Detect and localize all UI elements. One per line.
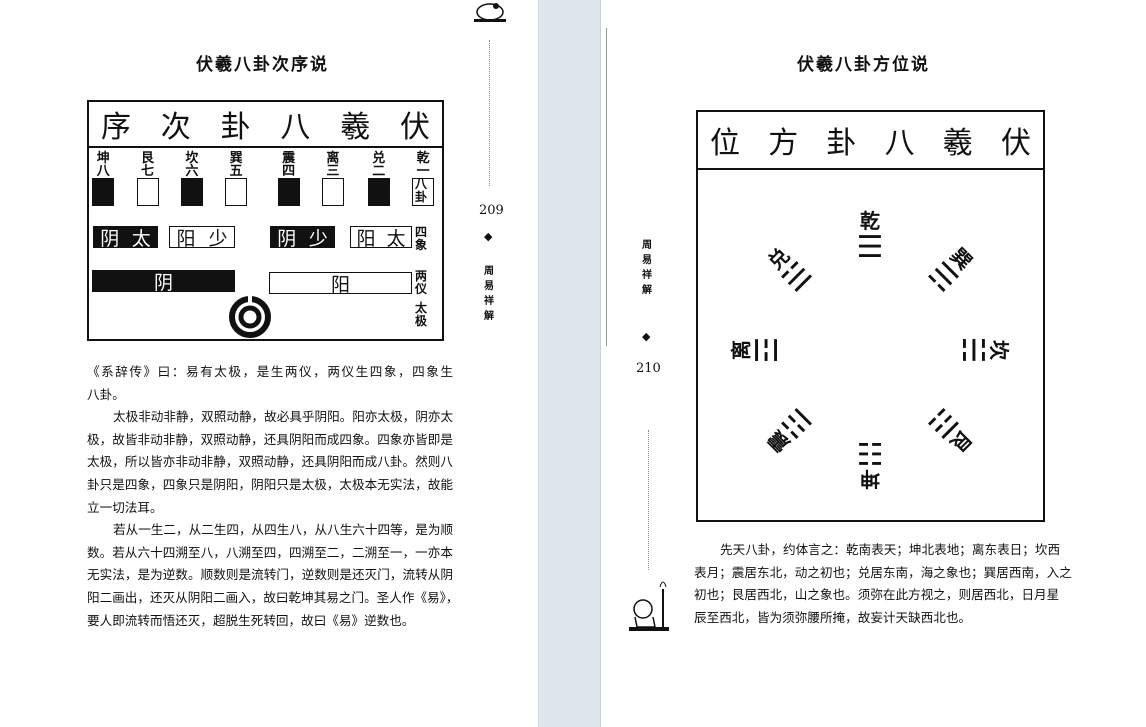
symbol-char: 太 [386,227,406,250]
trigram-label: 坎六 [185,151,199,179]
trigram-label: 乾一 [416,151,430,179]
header-char: 羲 [340,110,371,145]
text-line: 要人即流转而悟还灭，超脱生死转回，故曰《易》逆数也。 [87,612,415,628]
four-symbol-lesser-yin: 阴少 [270,226,335,250]
header-char: 方 [768,126,799,161]
text-line: 《系辞传》曰：易有太极，是生两仪，两仪生四象，四象生 [87,364,453,379]
symbol-char: 阳 [176,227,196,250]
trigram-glyph-icon: ☲ [750,336,785,364]
right-page: 伏羲八卦方位说 位 方 卦 八 羲 伏 乾☰巽☴坎☵艮☶坤☷震☳离☲兑☱ 先天八… [601,0,1146,727]
cartoon-figure-icon [629,581,669,631]
trigram-glyph-icon: ☰ [856,230,884,265]
text-line: 初也；艮居西北，山之象也。须弥在此方视之，则居西北，日月星 [694,587,1060,603]
trigram-label: 艮七 [141,151,155,179]
row-label-eight: 八卦 [415,177,428,204]
trigram-block [180,178,203,206]
running-head: 周易祥解 [484,266,494,322]
trigram-name: 坤 [860,467,880,491]
trigram-label: 兑二 [372,151,386,179]
header-char: 八 [884,126,915,161]
page-number: 209 [479,203,504,218]
trigram-block [225,178,248,206]
text-line: 数。若从六十四溯至八，八溯至四，四溯至二，二溯至一，一亦本 [87,544,453,560]
text-line: 若从一生二，从二生四，从四生八，从八生六十四等，是为顺 [113,522,454,538]
trigram-block [412,178,435,206]
header-char: 卦 [220,110,251,145]
four-symbol-lesser-yang: 阳少 [169,226,235,250]
page-gutter [538,0,601,727]
trigram-block [92,178,115,206]
text-line: 阳二画出，还灭从阴阳二画入，故曰乾坤其易之门。圣人作《易》， [87,589,459,605]
text-line: 无实法，是为逆数。顺数则是流转门，逆数则是还灭门，流转从阴 [87,567,453,583]
two-mode-yang: 阳 [269,272,412,296]
text-line: 太极非动非静，双照动静，故必具乎阴阳。阳亦太极，阴亦太 [113,409,454,425]
trigram-label: 离三 [326,151,340,179]
cartoon-figure-icon [474,3,506,22]
header-char: 八 [280,110,311,145]
row-label-two: 两仪 [415,269,428,296]
trigram-name: 乾 [860,209,880,233]
page-number: 210 [636,361,661,376]
text-line: 辰至西北，皆为须弥腰所掩，故妄计天缺西北也。 [694,609,972,625]
header-char: 伏 [399,110,430,145]
text-line: 立一切法耳。 [87,499,163,515]
taiji-icon [229,296,271,338]
trigram-name: 坎 [987,340,1011,360]
text-line: 卦只是四象，四象只是阴阳，阴阳只是太极，太极本无实法，故能 [87,476,453,492]
diamond-icon: ◆ [484,230,493,243]
margin-rule [648,430,649,570]
margin-rule [489,40,490,186]
page-title: 伏羲八卦方位说 [797,55,930,75]
four-symbol-greater-yin: 阴太 [93,226,158,250]
trigram-name: 离 [729,340,753,360]
symbol-char: 阳 [356,227,376,250]
symbol-char: 太 [131,227,151,250]
four-symbol-greater-yang: 阳太 [350,226,412,250]
trigram-block [277,178,300,206]
symbol-char: 阴 [277,227,297,250]
left-page: 伏羲八卦次序说 序 次 卦 八 羲 伏 坤八艮七坎六巽五震四离三兑二乾一 八卦 … [0,0,538,727]
header-char: 羲 [942,126,973,161]
symbol-char: 阴 [100,227,120,250]
trigram-label: 坤八 [96,151,110,179]
text-line: 八卦。 [87,386,125,402]
text-line: 太极，所以皆亦非动非静，双照动静，还具阴阳而成八卦。然则八 [87,454,453,470]
header-char: 卦 [826,126,857,161]
body-text: 《系辞传》曰：易有太极，是生两仪，两仪生四象，四象生八卦。太极非动非静，双照动静… [87,361,459,632]
header-char: 伏 [1000,126,1031,161]
diagram-header: 位 方 卦 八 羲 伏 [698,112,1043,170]
header-char: 序 [101,110,131,145]
text-line: 极，故皆非动非静，双照动静，还具阴阳而成四象。四象亦皆即是 [87,431,453,447]
margin-rule [606,28,607,346]
diamond-icon: ◆ [642,330,651,343]
running-head: 周易祥解 [642,240,652,296]
header-char: 位 [710,126,740,161]
trigram-glyph-icon: ☷ [856,435,884,470]
body-text: 先天八卦，约体言之：乾南表天；坤北表地；离东表日；坎西表月；震居东北，动之初也；… [694,539,1072,629]
header-char: 次 [160,110,191,145]
row-label-four: 四象 [415,225,428,252]
trigram-glyph-icon: ☵ [955,336,990,364]
trigram-block [136,178,159,206]
trigram-block [321,178,344,206]
symbol-char: 少 [308,227,328,250]
page-title: 伏羲八卦次序说 [196,55,329,75]
diagram-header: 序 次 卦 八 羲 伏 [89,102,442,148]
trigram-label: 震四 [282,151,296,179]
text-line: 先天八卦，约体言之：乾南表天；坤北表地；离东表日；坎西 [720,542,1061,557]
trigram-sequence-diagram: 序 次 卦 八 羲 伏 坤八艮七坎六巽五震四离三兑二乾一 八卦 阴太 阳少 阴少… [87,100,444,341]
two-mode-yin: 阴 [92,270,235,294]
trigram-direction-diagram: 位 方 卦 八 羲 伏 乾☰巽☴坎☵艮☶坤☷震☳离☲兑☱ [696,110,1045,522]
symbol-char: 少 [208,227,228,250]
trigram-label: 巽五 [229,151,243,179]
trigram-block [367,178,390,206]
text-line: 表月；震居东北，动之初也；兑居东南，海之象也；巽居西南，入之 [694,564,1072,580]
row-label-taiji: 太极 [415,301,428,328]
